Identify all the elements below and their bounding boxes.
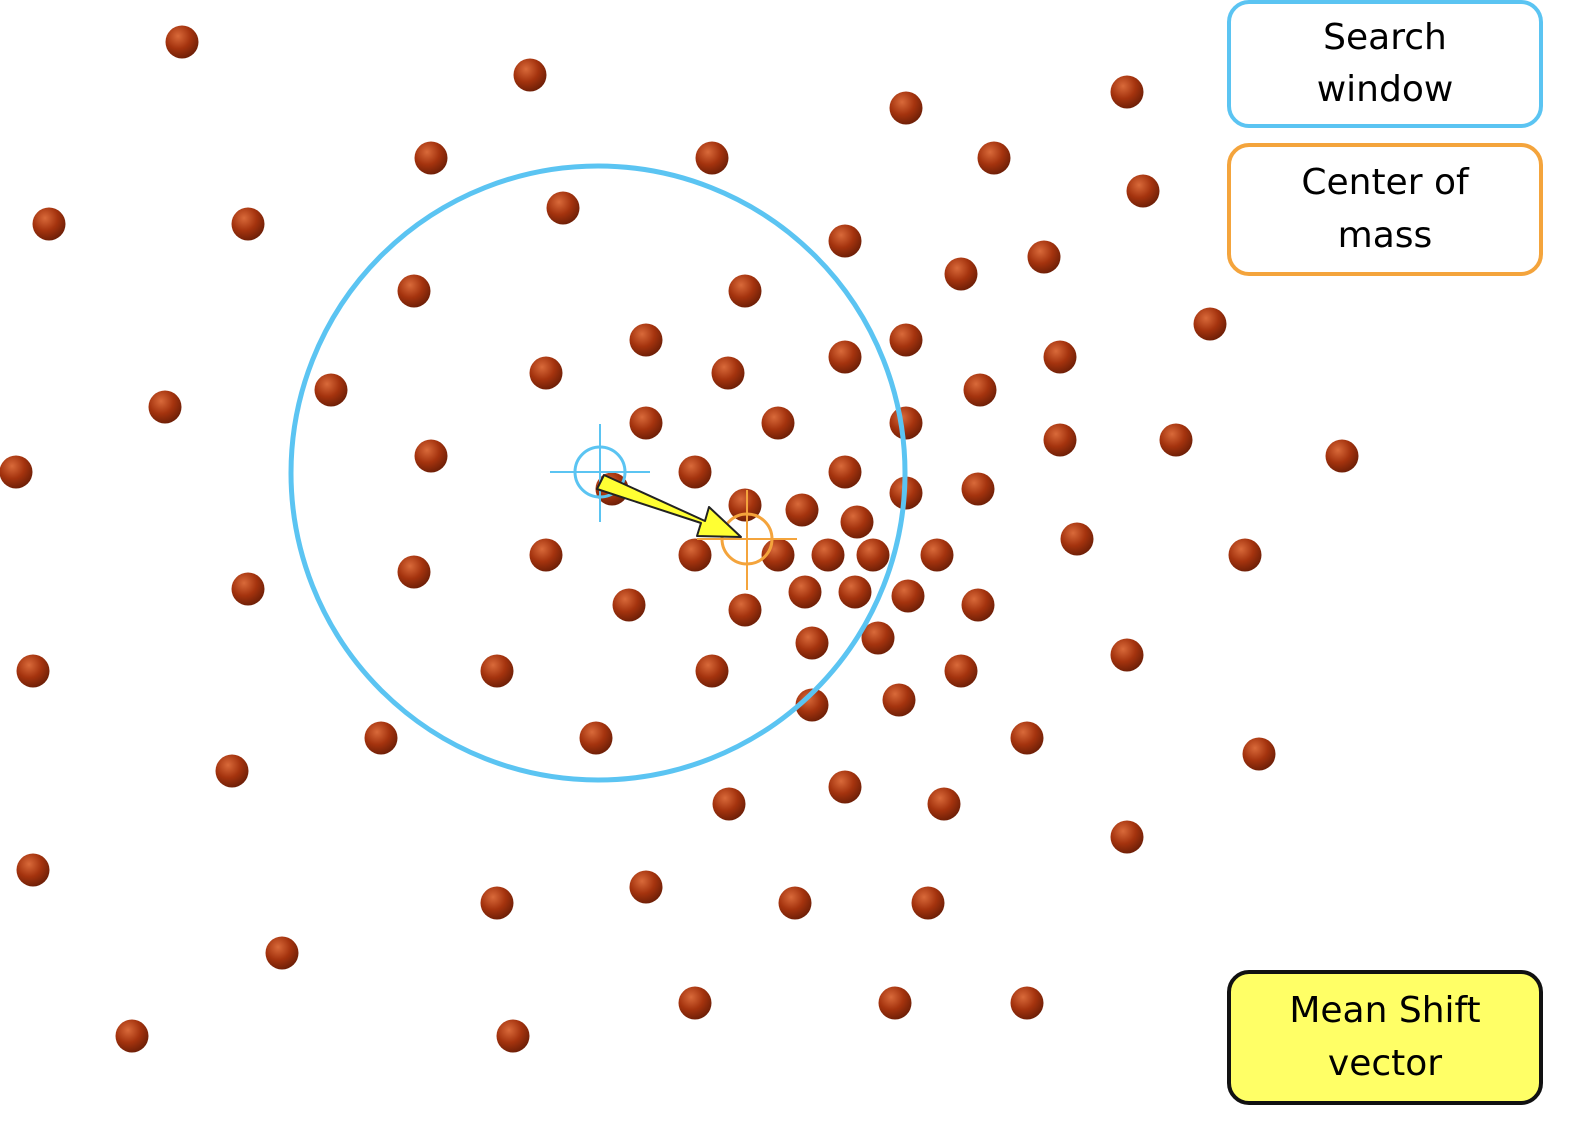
data-point <box>911 886 945 920</box>
data-point <box>889 323 923 357</box>
data-point <box>165 25 199 59</box>
data-point <box>1110 820 1144 854</box>
data-point <box>414 141 448 175</box>
data-point <box>629 406 663 440</box>
data-point <box>529 356 563 390</box>
mean-shift-arrow <box>596 474 742 538</box>
data-point <box>397 555 431 589</box>
data-point <box>480 886 514 920</box>
data-point <box>148 390 182 424</box>
data-point <box>1242 737 1276 771</box>
data-point <box>728 274 762 308</box>
data-point <box>546 191 580 225</box>
data-point <box>882 683 916 717</box>
data-point <box>215 754 249 788</box>
search-window-circle <box>288 163 908 783</box>
data-point <box>785 493 819 527</box>
data-point <box>1027 240 1061 274</box>
data-point <box>963 373 997 407</box>
data-point <box>1228 538 1262 572</box>
data-point <box>712 787 746 821</box>
data-point <box>944 654 978 688</box>
data-point <box>612 588 646 622</box>
data-point <box>840 505 874 539</box>
data-point <box>828 455 862 489</box>
data-point <box>1060 522 1094 556</box>
data-point <box>1010 986 1044 1020</box>
data-point <box>678 455 712 489</box>
legend-mean-shift-vector-label: Mean Shift vector <box>1289 990 1481 1084</box>
data-point <box>115 1019 149 1053</box>
data-point <box>695 654 729 688</box>
data-point <box>811 538 845 572</box>
data-point <box>1325 439 1359 473</box>
data-point <box>1193 307 1227 341</box>
legend-mean-shift-vector: Mean Shift vector <box>1227 970 1543 1105</box>
data-point <box>856 538 890 572</box>
data-point <box>629 323 663 357</box>
data-point <box>678 538 712 572</box>
legend-search-window: Search window <box>1227 0 1543 128</box>
data-point <box>1043 340 1077 374</box>
data-point <box>629 870 663 904</box>
data-point <box>728 593 762 627</box>
center-of-mass-marker <box>697 490 797 590</box>
data-point <box>231 572 265 606</box>
legend-center-of-mass-label: Center of mass <box>1301 162 1469 256</box>
data-point <box>678 986 712 1020</box>
data-point <box>314 373 348 407</box>
data-point <box>1126 174 1160 208</box>
data-point <box>16 654 50 688</box>
data-point <box>761 406 795 440</box>
data-point <box>944 257 978 291</box>
data-point <box>397 274 431 308</box>
data-point <box>795 688 829 722</box>
data-point <box>961 472 995 506</box>
data-point <box>795 626 829 660</box>
data-point <box>1110 75 1144 109</box>
data-point <box>891 579 925 613</box>
data-point <box>480 654 514 688</box>
data-point <box>265 936 299 970</box>
legend-search-window-label: Search window <box>1316 16 1454 110</box>
data-point <box>889 406 923 440</box>
data-point <box>961 588 995 622</box>
legend-center-of-mass: Center of mass <box>1227 143 1543 276</box>
data-point <box>788 575 822 609</box>
data-point <box>414 439 448 473</box>
data-point <box>920 538 954 572</box>
data-points <box>0 25 1359 1053</box>
data-point <box>1159 423 1193 457</box>
window-center-marker <box>550 424 650 522</box>
data-point <box>828 224 862 258</box>
data-point <box>1043 423 1077 457</box>
data-point <box>828 340 862 374</box>
data-point <box>364 721 398 755</box>
data-point <box>778 886 812 920</box>
data-point <box>1010 721 1044 755</box>
data-point <box>878 986 912 1020</box>
data-point <box>1110 638 1144 672</box>
data-point <box>579 721 613 755</box>
data-point <box>861 621 895 655</box>
data-point <box>16 853 50 887</box>
data-point <box>927 787 961 821</box>
data-point <box>529 538 563 572</box>
data-point <box>977 141 1011 175</box>
data-point <box>838 575 872 609</box>
data-point <box>0 455 33 489</box>
data-point <box>513 58 547 92</box>
data-point <box>695 141 729 175</box>
data-point <box>231 207 265 241</box>
data-point <box>711 356 745 390</box>
data-point <box>828 770 862 804</box>
data-point <box>32 207 66 241</box>
data-point <box>889 91 923 125</box>
data-point <box>496 1019 530 1053</box>
